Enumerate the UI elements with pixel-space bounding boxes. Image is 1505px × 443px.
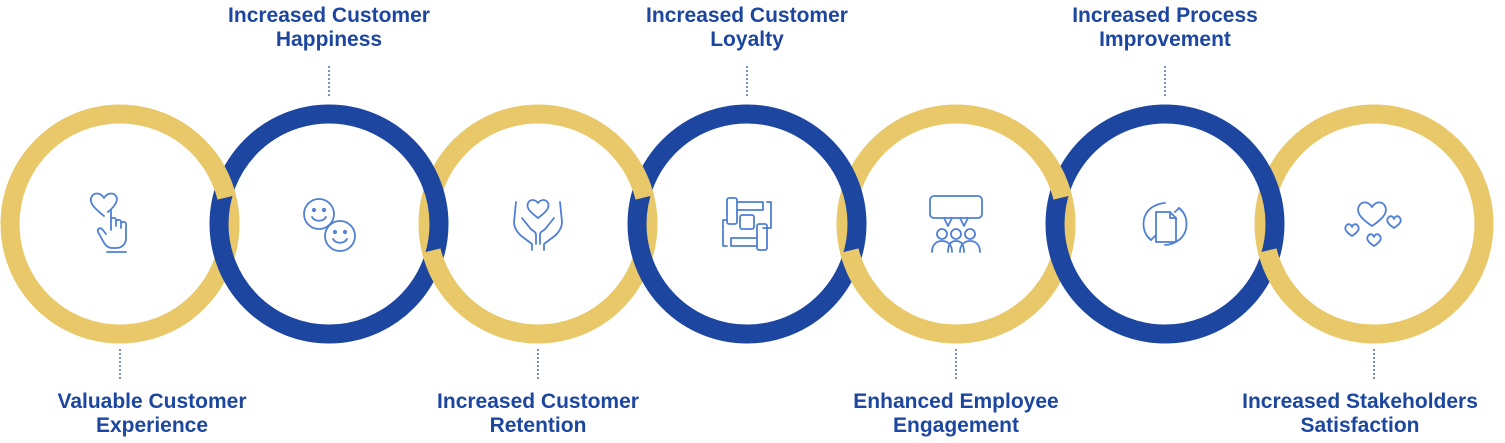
label-line: Increased Stakeholders <box>1242 390 1478 413</box>
dotted-connector <box>328 66 330 96</box>
label-line: Increased Customer <box>228 4 430 27</box>
gold-ring-overlap <box>196 147 236 200</box>
step-label-increased-customer-loyalty: Increased Customer Loyalty <box>597 4 897 52</box>
dotted-connector <box>955 349 957 379</box>
dotted-connector <box>119 349 121 379</box>
label-line: Increased Customer <box>646 4 848 27</box>
gold-ring-overlap <box>1032 147 1072 200</box>
gold-ring-overlap <box>422 248 462 301</box>
step-label-increased-process-improvement: Increased Process Improvement <box>1015 4 1315 52</box>
gold-ring-overlap <box>614 147 654 200</box>
four-hands-teamwork-icon <box>707 184 787 264</box>
smiley-faces-icon <box>289 184 369 264</box>
gold-ring <box>0 104 240 344</box>
dotted-connector <box>1164 66 1166 96</box>
speech-bubble-audience-icon <box>916 184 996 264</box>
label-line: Enhanced Employee <box>853 390 1059 413</box>
dotted-connector <box>1373 349 1375 379</box>
hands-holding-heart-icon <box>498 184 578 264</box>
multiple-hearts-icon <box>1334 184 1414 264</box>
blue-ring <box>209 104 449 344</box>
gold-ring <box>418 104 658 344</box>
heart-hand-pointer-icon <box>74 182 154 262</box>
label-line: Happiness <box>275 28 383 51</box>
step-label-increased-stakeholders-satisfaction: Increased Stakeholders Satisfaction <box>1215 390 1505 438</box>
label-line: Experience <box>95 414 209 437</box>
label-line: Loyalty <box>710 28 784 51</box>
gold-ring <box>1254 104 1494 344</box>
label-line: Improvement <box>1099 28 1231 51</box>
step-label-increased-customer-retention: Increased Customer Retention <box>388 390 688 438</box>
dotted-connector <box>746 66 748 96</box>
document-cycle-icon <box>1125 184 1205 264</box>
label-line: Satisfaction <box>1300 414 1420 437</box>
step-label-valuable-customer-experience: Valuable Customer Experience <box>2 390 302 438</box>
gold-ring <box>836 104 1076 344</box>
label-line: Increased Process <box>1072 4 1258 27</box>
step-label-increased-customer-happiness: Increased Customer Happiness <box>179 4 479 52</box>
label-line: Increased Customer <box>437 390 639 413</box>
gold-ring-overlap <box>1258 248 1298 301</box>
gold-ring-overlap <box>840 248 880 301</box>
label-line: Retention <box>489 414 587 437</box>
label-line: Valuable Customer <box>57 390 247 413</box>
step-label-enhanced-employee-engagement: Enhanced Employee Engagement <box>806 390 1106 438</box>
dotted-connector <box>537 349 539 379</box>
blue-ring <box>627 104 867 344</box>
blue-ring <box>1045 104 1285 344</box>
label-line: Engagement <box>892 414 1020 437</box>
